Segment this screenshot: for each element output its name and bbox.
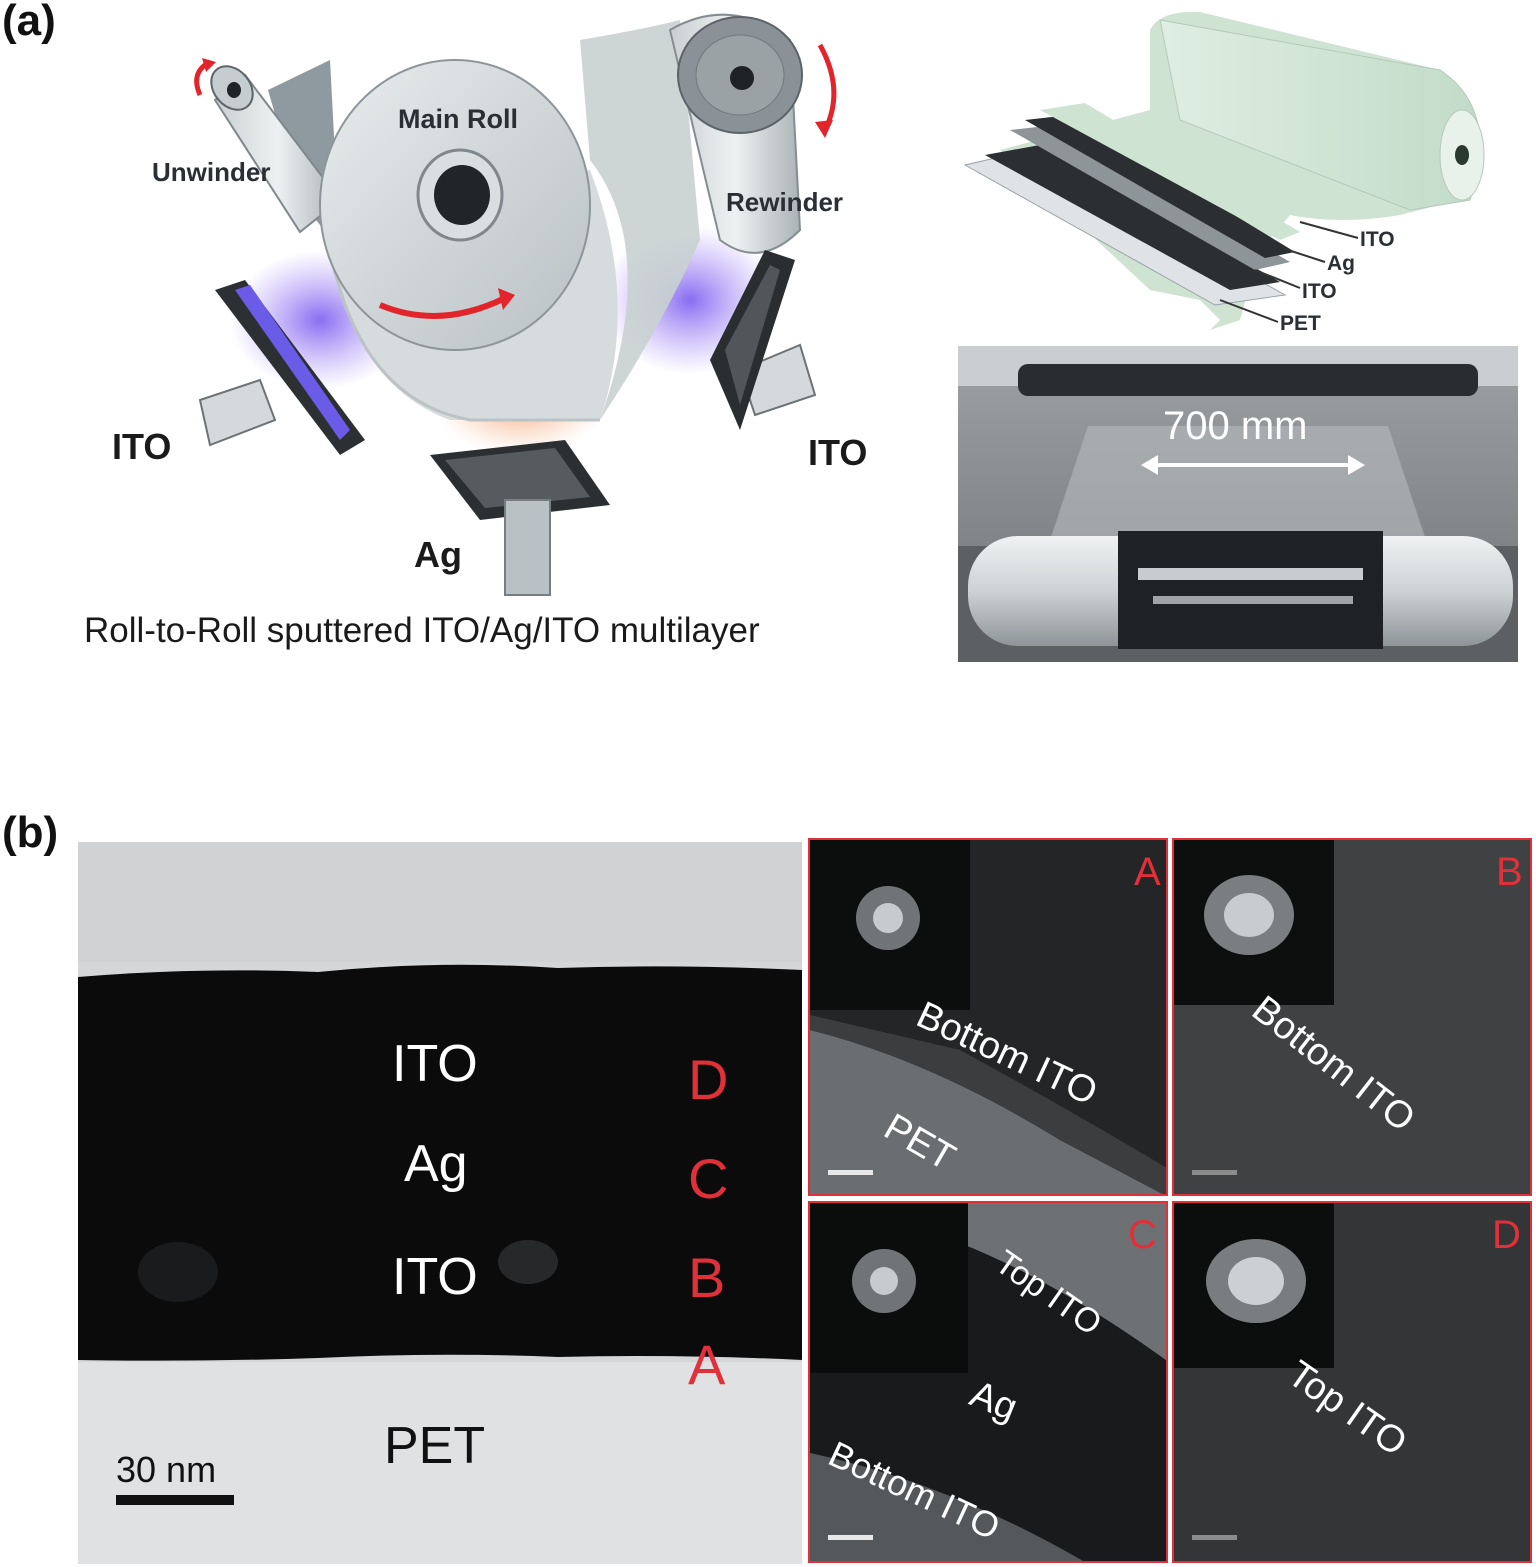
layer-label-bottom-ito: ITO (1302, 280, 1337, 303)
rewinder-arrow (817, 43, 837, 132)
inset-b: B Bottom ITO (1172, 838, 1532, 1196)
layer-label-ag: Ag (1327, 252, 1355, 275)
layer-label-top-ito: ITO (1360, 228, 1395, 251)
dimension-arrow (1141, 455, 1365, 475)
tem-label-bottom-ito: ITO (392, 1248, 478, 1306)
region-letter-a: A (688, 1333, 726, 1396)
region-letter-b: B (688, 1246, 726, 1309)
layer-label-pet: PET (1280, 312, 1321, 335)
inset-c-letter: C (1128, 1213, 1157, 1257)
inset-d-letter: D (1492, 1213, 1521, 1257)
rewinder-roll (668, 13, 803, 254)
panel-a-label: (a) (2, 0, 56, 45)
target-left-label: ITO (112, 426, 172, 467)
inset-b-letter: B (1496, 850, 1523, 894)
photo-dimension-label: 700 mm (1163, 404, 1308, 448)
tem-label-top-ito: ITO (392, 1035, 478, 1093)
tem-cross-section: ITO Ag ITO PET D C B A 30 nm (78, 842, 802, 1564)
unwinder-label: Unwinder (152, 157, 271, 187)
main-roll-label: Main Roll (398, 104, 518, 134)
target-right (710, 250, 817, 430)
panel-b-label: (b) (2, 808, 59, 857)
roll-system-photo: 700 mm (958, 346, 1518, 662)
multilayer-film-illustration (963, 11, 1485, 331)
inset-a: A Bottom ITO PET (808, 838, 1168, 1196)
region-letter-c: C (688, 1147, 729, 1210)
tem-label-ag: Ag (404, 1135, 468, 1193)
scale-bar-label: 30 nm (116, 1449, 217, 1490)
tem-label-pet: PET (384, 1417, 486, 1475)
target-left (198, 280, 365, 455)
main-roll-arrow (378, 295, 507, 319)
inset-a-letter: A (1134, 850, 1161, 894)
target-bottom (430, 440, 610, 596)
target-right-label: ITO (808, 432, 868, 473)
inset-d: D Top ITO (1172, 1201, 1532, 1563)
target-bottom-label: Ag (414, 534, 462, 575)
rewinder-label: Rewinder (726, 187, 844, 217)
roll-to-roll-schematic (194, 13, 837, 596)
region-letter-d: D (688, 1048, 729, 1111)
panel-a-caption: Roll-to-Roll sputtered ITO/Ag/ITO multil… (84, 611, 760, 650)
inset-c: C Top ITO Ag Bottom ITO (808, 1201, 1168, 1563)
